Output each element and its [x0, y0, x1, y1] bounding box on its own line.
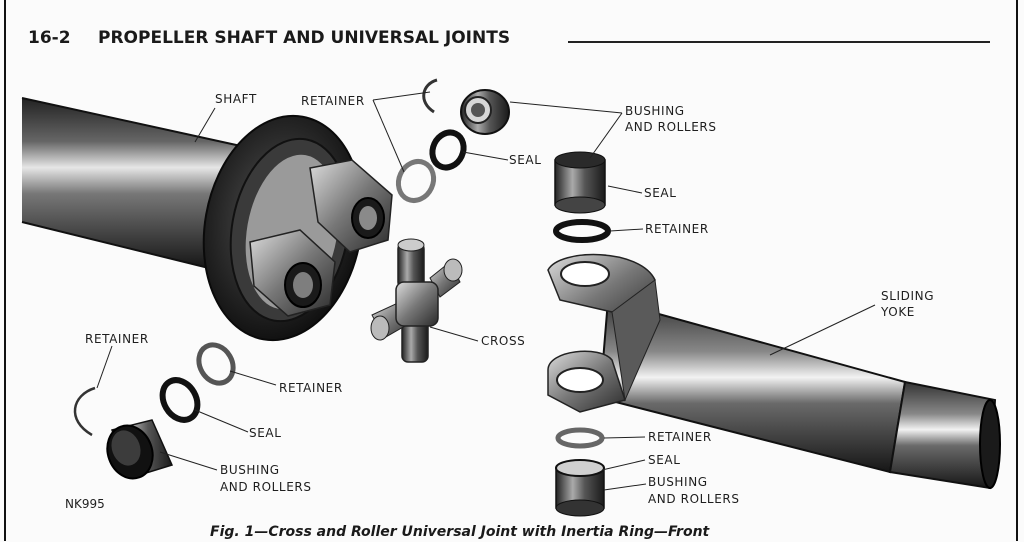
sliding-yoke [547, 253, 1001, 490]
label-seal-bottom: SEAL [648, 453, 681, 467]
label-shaft: SHAFT [215, 92, 257, 106]
label-bushing-left-line2: AND ROLLERS [220, 480, 312, 494]
label-retainer-right: RETAINER [645, 222, 709, 236]
label-cross: CROSS [481, 334, 526, 348]
retainer-washer-bottom [555, 427, 605, 449]
label-bushing-top-line2: AND ROLLERS [625, 120, 717, 134]
retainer-ring-top [422, 78, 438, 114]
label-retainer-top: RETAINER [301, 94, 365, 108]
label-sliding-yoke-line1: SLIDING [881, 289, 935, 303]
bushing-rollers-top [460, 89, 510, 135]
retainer-washer-left [196, 342, 236, 386]
page-header: 16-2 PROPELLER SHAFT AND UNIVERSAL JOINTS [28, 28, 510, 48]
label-seal-right: SEAL [644, 186, 677, 200]
propeller-shaft [21, 97, 251, 273]
figure-code: NK995 [65, 497, 105, 511]
seal-left [159, 377, 201, 423]
bushing-rollers-bottom [555, 459, 605, 517]
seal-right [553, 219, 611, 243]
label-retainer-mid: RETAINER [279, 381, 343, 395]
retainer-washer-top [395, 159, 437, 203]
seal-top [429, 129, 467, 171]
bushing-rollers-right [554, 151, 606, 214]
label-bushing-bottom-line1: BUSHING [648, 475, 708, 489]
label-retainer-bottom: RETAINER [648, 430, 712, 444]
label-seal-left: SEAL [249, 426, 282, 440]
label-sliding-yoke-line2: YOKE [881, 305, 915, 319]
universal-joint-cross [370, 238, 463, 363]
label-bushing-bottom-line2: AND ROLLERS [648, 492, 740, 506]
section-title: PROPELLER SHAFT AND UNIVERSAL JOINTS [98, 28, 511, 48]
page-frame [4, 0, 1018, 541]
label-bushing-top-line1: BUSHING [625, 104, 685, 118]
label-bushing-left-line1: BUSHING [220, 463, 280, 477]
retainer-ring-left [73, 386, 96, 437]
label-retainer-left: RETAINER [85, 332, 149, 346]
page-number: 16-2 [28, 28, 71, 48]
leader-lines [96, 91, 876, 491]
shaft-yoke [249, 159, 393, 317]
label-seal-top: SEAL [509, 153, 542, 167]
figure-caption: Fig. 1—Cross and Roller Universal Joint … [210, 524, 710, 540]
bushing-rollers-left [106, 419, 174, 480]
header-rule [568, 41, 990, 43]
